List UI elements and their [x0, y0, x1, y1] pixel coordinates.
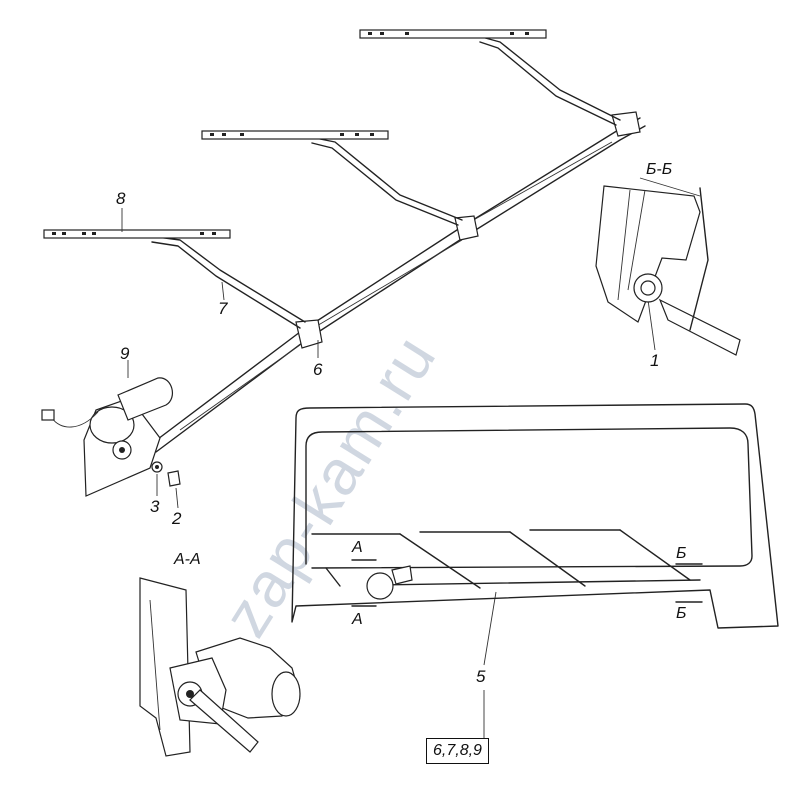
section-bb-view	[595, 177, 741, 356]
label-item-3: 3	[150, 497, 160, 516]
label-item-7: 7	[218, 299, 228, 318]
wiper-blades	[43, 29, 547, 239]
label-cut-a-top: А	[352, 539, 363, 556]
label-item-8: 8	[116, 189, 126, 208]
windshield-view	[291, 403, 779, 629]
wiper-motor	[41, 377, 181, 497]
section-aa-view	[139, 577, 301, 757]
label-section-bb: Б-Б	[646, 161, 673, 178]
label-item-9: 9	[120, 344, 130, 363]
pivot-3	[611, 111, 641, 137]
label-section-aa: А-А	[174, 551, 201, 568]
leader-lines	[121, 208, 656, 738]
label-cut-b-bottom: Б	[676, 605, 687, 622]
pivot-1	[295, 319, 323, 349]
label-item-2: 2	[172, 509, 182, 528]
wiper-linkage	[149, 111, 646, 453]
label-item-1: 1	[650, 351, 660, 370]
pivot-2	[454, 215, 479, 241]
label-cut-b-top: Б	[676, 545, 687, 562]
label-item-5: 5	[476, 667, 486, 686]
group-items-box: 6,7,8,9	[426, 738, 489, 764]
label-cut-a-bottom: А	[352, 611, 363, 628]
label-item-6: 6	[313, 360, 323, 379]
wiper-arms	[149, 35, 621, 329]
